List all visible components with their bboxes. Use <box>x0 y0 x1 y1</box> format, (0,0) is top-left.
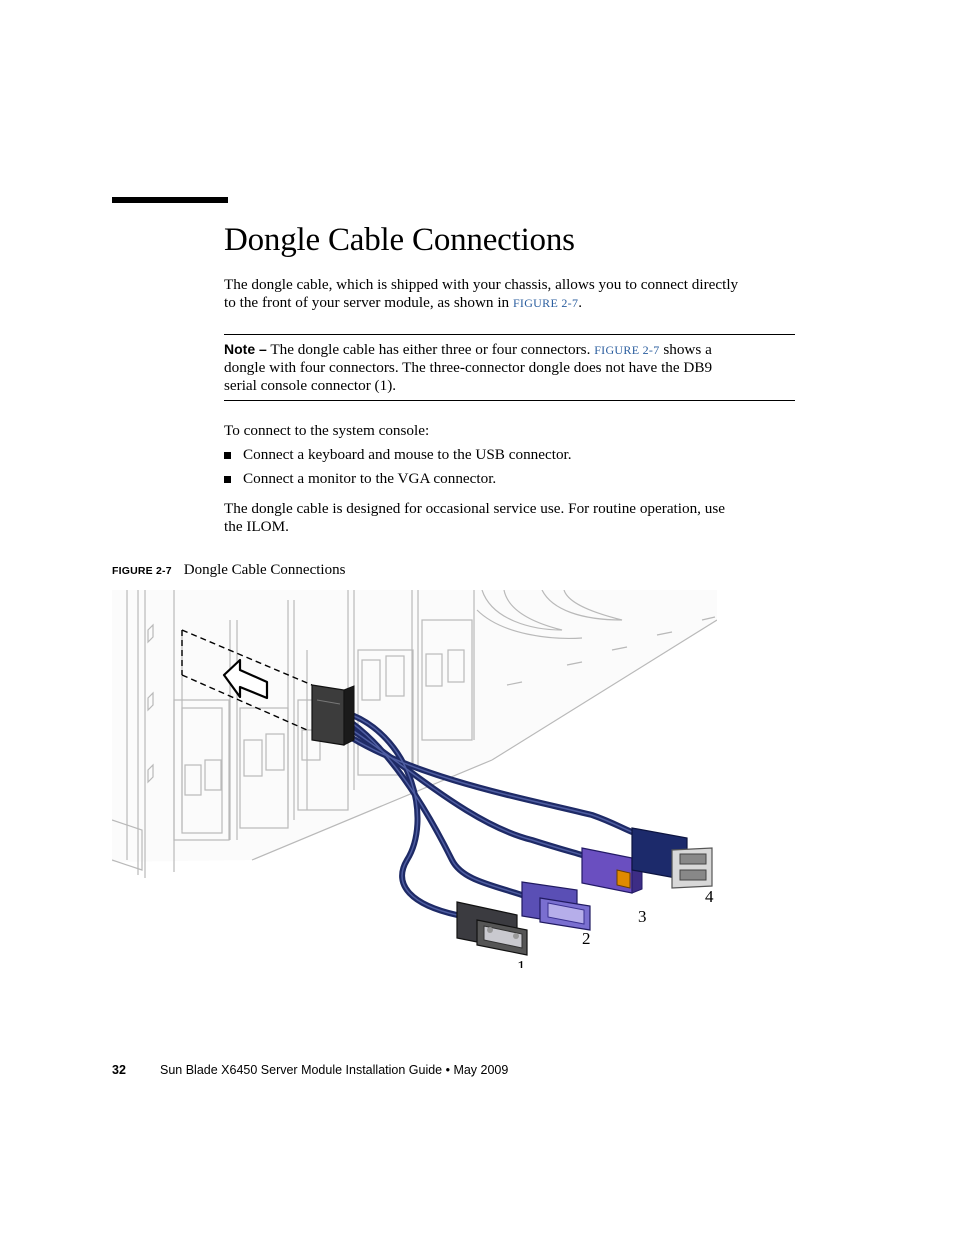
step-text: Connect a keyboard and mouse to the USB … <box>243 446 572 463</box>
insertion-guide-lines <box>181 629 313 731</box>
callout-1: 1 <box>517 957 526 968</box>
intro-line-2: to the front of your server module, as s… <box>224 294 513 311</box>
procedure-lead: To connect to the system console: <box>224 422 430 439</box>
closing-paragraph: The dongle cable is designed for occasio… <box>224 500 796 536</box>
dongle-main-connector <box>311 684 355 746</box>
bullet-square-icon <box>224 476 231 483</box>
callout-3: 3 <box>638 907 647 926</box>
dongle-cable-illustration: 1 2 3 4 <box>112 590 717 968</box>
note-top-rule <box>224 334 795 335</box>
section-title: Dongle Cable Connections <box>224 222 575 258</box>
note-bottom-rule <box>224 400 795 401</box>
intro-line-1: The dongle cable, which is shipped with … <box>224 276 739 293</box>
note-line-1: The dongle cable has either three or fou… <box>266 341 595 358</box>
list-item: Connect a keyboard and mouse to the USB … <box>224 446 572 470</box>
step-text: Connect a monitor to the VGA connector. <box>243 470 497 487</box>
note-line-2: dongle with four connectors. The three-c… <box>224 359 713 376</box>
chapter-rule <box>112 197 228 203</box>
dongle-cables-highlight <box>351 714 633 916</box>
insert-direction-arrow-icon <box>222 658 269 700</box>
note-figure-xref-link[interactable]: FIGURE 2-7 <box>594 343 660 357</box>
list-item: Connect a monitor to the VGA connector. <box>224 470 572 494</box>
note-paragraph: Note – The dongle cable has either three… <box>224 340 796 395</box>
intro-line-2-end: . <box>578 294 583 311</box>
page-number: 32 <box>112 1063 126 1077</box>
figure-label: FIGURE 2-7 <box>112 565 172 577</box>
db9-connector-icon <box>521 881 591 931</box>
note-line-3: serial console connector (1). <box>224 377 397 394</box>
note-line-1-end: shows a <box>659 341 712 358</box>
procedure-steps: Connect a keyboard and mouse to the USB … <box>224 446 572 494</box>
callout-2: 2 <box>582 929 591 948</box>
figure-xref-link[interactable]: FIGURE 2-7 <box>512 296 579 310</box>
closing-line-1: The dongle cable is designed for occasio… <box>224 500 726 517</box>
vga-connector-icon <box>456 901 528 956</box>
figure-caption: FIGURE 2-7 Dongle Cable Connections <box>112 562 345 579</box>
callout-4: 4 <box>705 887 714 906</box>
intro-paragraph: The dongle cable, which is shipped with … <box>224 276 796 312</box>
note-label: Note – <box>224 341 267 357</box>
figure-caption-text: Dongle Cable Connections <box>183 562 346 578</box>
footer-title: Sun Blade X6450 Server Module Installati… <box>160 1063 509 1077</box>
closing-line-2: the ILOM. <box>224 518 289 535</box>
chassis-drawing <box>112 590 717 878</box>
bullet-square-icon <box>224 452 231 459</box>
usb-connector-icon <box>631 827 713 889</box>
